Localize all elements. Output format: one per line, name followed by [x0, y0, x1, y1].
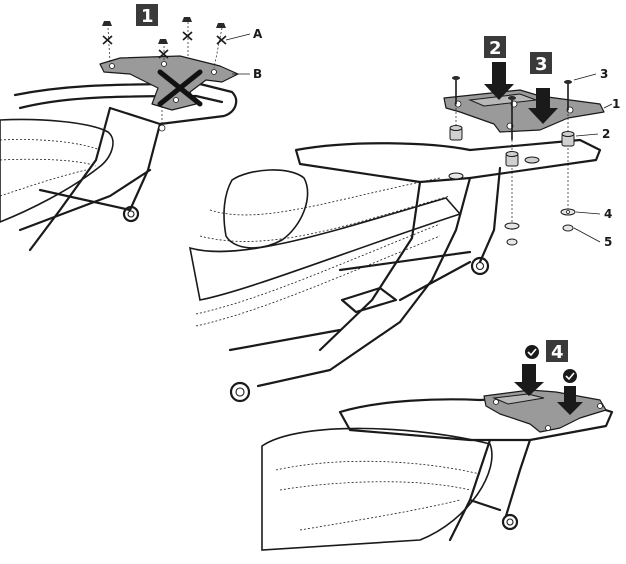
panel-step-4: 4 — [261, 340, 614, 551]
step-badge-4: 4 — [551, 342, 564, 363]
screws-3 — [452, 76, 572, 230]
step-badge-3-box — [530, 52, 552, 74]
check-mark-icon — [525, 345, 539, 359]
seat-2 — [223, 169, 309, 249]
down-arrow-icon — [528, 88, 558, 124]
step-badge-4-box — [546, 340, 568, 362]
seat-1 — [0, 118, 114, 223]
step-badge-3: 3 — [535, 54, 548, 75]
down-arrow-icon — [484, 62, 514, 100]
step-badge-2-box — [484, 36, 506, 58]
cross-mark-icon — [157, 69, 203, 107]
callout-b: B — [253, 67, 262, 81]
original-bracket-b — [99, 55, 239, 111]
panel-step-2-3: 2 3 3 1 2 4 5 — [188, 36, 620, 403]
nuts-5 — [506, 224, 574, 246]
rear-frame-3 — [338, 394, 614, 542]
check-mark-icon — [563, 369, 577, 383]
callout-part-5: 5 — [604, 235, 612, 249]
callout-a: A — [253, 27, 263, 41]
callout-part-4: 4 — [604, 207, 612, 221]
callout-part-1: 1 — [612, 97, 620, 111]
bolts-a — [102, 17, 227, 132]
rear-frame-2 — [228, 138, 602, 403]
callout-part-2: 2 — [602, 127, 610, 141]
seat-3 — [261, 427, 493, 551]
down-arrow-icon — [557, 386, 583, 415]
down-arrow-icon — [514, 364, 544, 396]
step-badge-1: 1 — [141, 6, 154, 27]
spacers-2 — [449, 125, 575, 167]
mounting-plate-fitted — [483, 389, 607, 433]
panel-step-1: A B 1 — [0, 4, 263, 252]
step-badge-2: 2 — [489, 38, 502, 59]
washers-4 — [448, 172, 576, 230]
step-badge-1-box — [136, 4, 158, 26]
callout-part-3: 3 — [600, 67, 608, 81]
